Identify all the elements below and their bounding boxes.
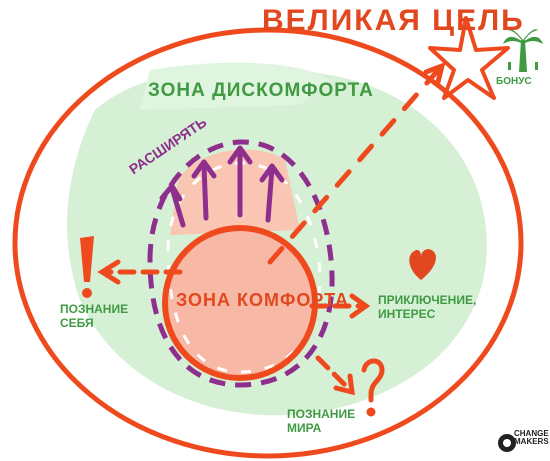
brand-logo-icon — [498, 434, 516, 452]
star-icon — [428, 16, 510, 100]
brand-line-1: CHANGE — [514, 429, 549, 438]
world-knowledge-line-2: МИРА — [287, 420, 322, 435]
bonus-label: БОНУС — [496, 76, 532, 87]
self-knowledge-label: ПОЗНАНИЕ СЕБЯ — [60, 302, 129, 331]
arrow-to-goal — [267, 61, 446, 265]
arrow-to-world — [315, 355, 355, 396]
world-knowledge-label: ПОЗНАНИЕ МИРА — [287, 407, 356, 436]
question-icon — [361, 358, 385, 417]
goal-boundary — [12, 27, 524, 459]
heart-icon — [409, 249, 436, 280]
self-knowledge-line-2: СЕБЯ — [60, 315, 94, 330]
exclamation-icon — [80, 236, 94, 298]
adventure-line-1: ПРИКЛЮЧЕНИЕ, — [378, 293, 477, 307]
adventure-label: ПРИКЛЮЧЕНИЕ, ИНТЕРЕС — [378, 293, 477, 322]
arrow-to-self — [97, 259, 183, 285]
comfort-zone-boundary — [162, 225, 318, 381]
expand-arrows — [159, 145, 285, 228]
brand-line-2: MAKERS — [514, 437, 549, 447]
world-knowledge-line-1: ПОЗНАНИЕ — [287, 407, 356, 421]
discomfort-zone-title: ЗОНА ДИСКОМФОРТА — [148, 80, 374, 101]
goal-title: ВЕЛИКАЯ ЦЕЛЬ — [262, 4, 525, 37]
adventure-line-2: ИНТЕРЕС — [378, 306, 436, 321]
expanded-comfort-boundary — [147, 139, 335, 388]
palm-tree-icon — [503, 29, 543, 72]
self-knowledge-line-1: ПОЗНАНИЕ — [60, 302, 129, 316]
comfort-zone-title: ЗОНА КОМФОРТА — [176, 290, 350, 310]
expanded-comfort-boundary-inner — [166, 161, 322, 374]
brand-name: CHANGE MAKERS — [514, 429, 549, 447]
arrow-to-adventure — [309, 293, 371, 319]
